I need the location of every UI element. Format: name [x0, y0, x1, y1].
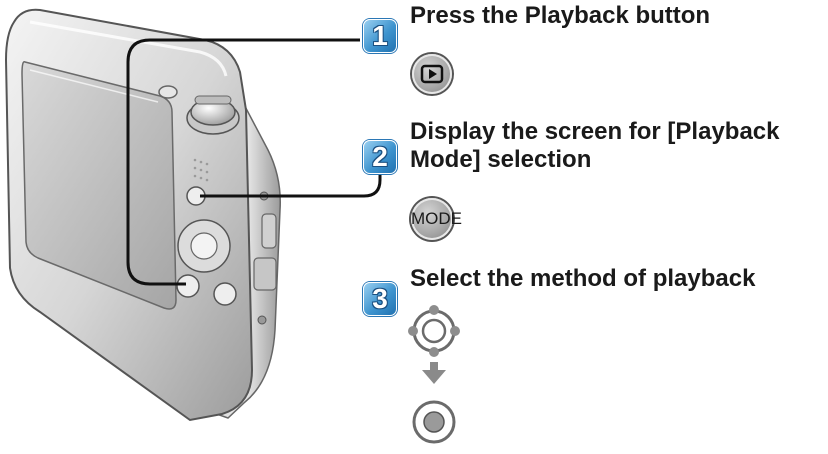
step-2-text-line2: Mode] selection — [410, 146, 592, 173]
mode-button-label: MODE — [411, 209, 462, 228]
step-3-badge: 3 — [363, 282, 397, 316]
down-arrow-icon — [422, 362, 446, 384]
step-2-badge: 2 — [363, 140, 397, 174]
step-1-number: 1 — [372, 20, 388, 51]
set-button-icon — [412, 400, 456, 444]
step-1-text: Press the Playback button — [410, 2, 711, 29]
mode-button: MODE — [411, 198, 462, 240]
cursor-buttons-diagram — [408, 305, 460, 444]
step-2-text: Display the screen for [Playback Mode] s… — [410, 118, 780, 174]
step-1-badge: 1 — [363, 19, 397, 53]
cursor-pad-icon — [408, 305, 460, 357]
step-3-number: 3 — [372, 283, 388, 314]
step-2-number: 2 — [372, 141, 388, 172]
playback-icon — [420, 64, 444, 84]
step-2-text-line1: Display the screen for [Playback — [410, 118, 780, 145]
playback-button — [412, 54, 452, 94]
step-3-text: Select the method of playback — [410, 265, 756, 292]
